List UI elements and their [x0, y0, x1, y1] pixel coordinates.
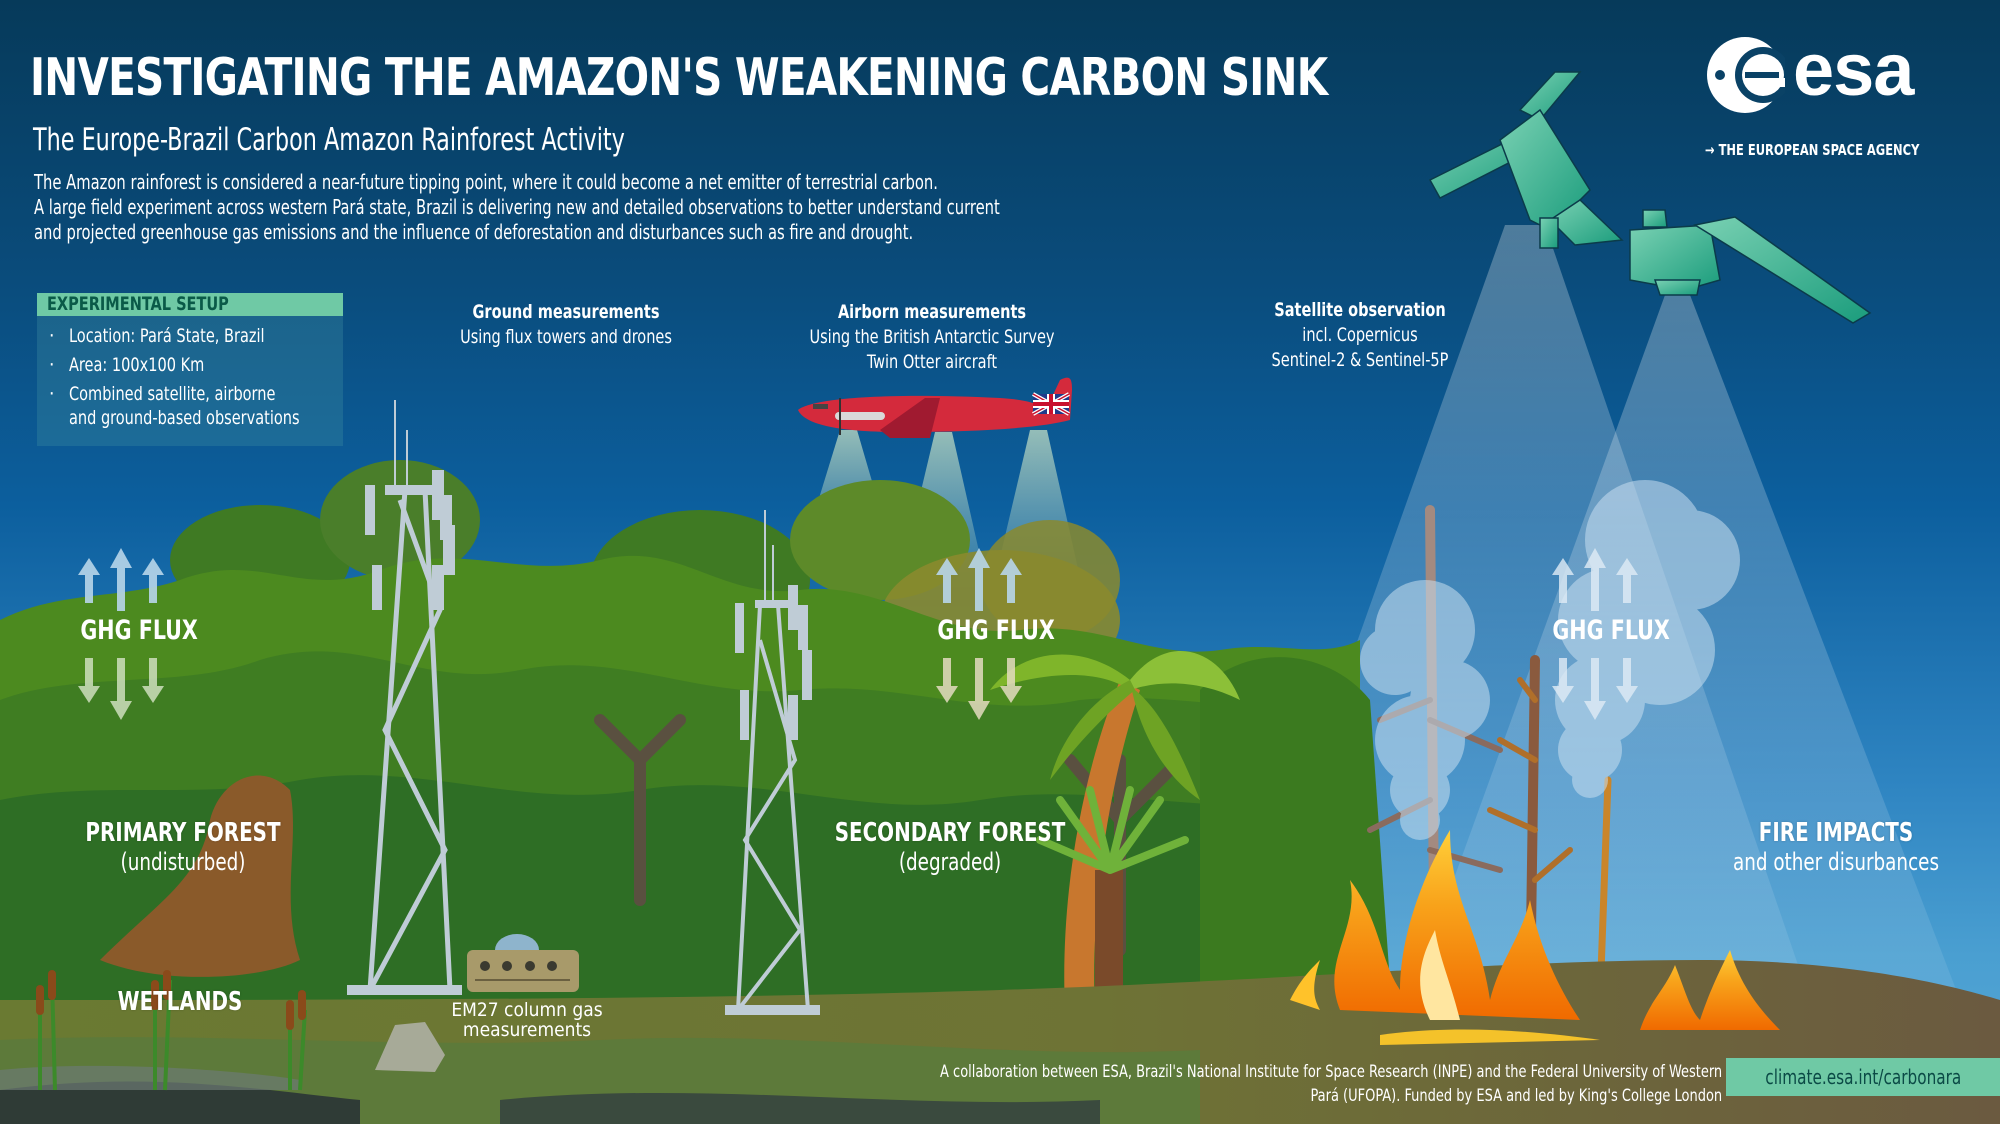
twin-otter-aircraft [798, 377, 1072, 438]
wetland-reeds [38, 979, 307, 1091]
flux-arrows-fire [1552, 548, 1638, 720]
satellite-observation-text-2: Sentinel-2 & Sentinel-5P [1271, 349, 1449, 371]
flux-arrows-secondary [936, 548, 1022, 720]
page-subtitle: The Europe-Brazil Carbon Amazon Rainfore… [33, 122, 625, 158]
esa-wordmark: esa [1793, 28, 1914, 111]
intro-line: The Amazon rainforest is considered a ne… [34, 170, 938, 194]
esa-tagline: → THE EUROPEAN SPACE AGENCY [1705, 141, 1920, 159]
experimental-setup-panel: EXPERIMENTAL SETUP Location: Pará State,… [37, 293, 343, 446]
experimental-setup-list: Location: Pará State, Brazil Area: 100x1… [37, 316, 343, 430]
wetlands-label: WETLANDS [117, 987, 243, 1017]
ghg-flux-label-fire: GHG FLUX [1552, 615, 1670, 646]
flux-arrows-primary [78, 548, 164, 720]
sentinel-satellite-1 [1428, 71, 1624, 249]
experimental-setup-heading: EXPERIMENTAL SETUP [37, 293, 343, 316]
fire-impacts-note: and other disurbances [1732, 848, 1940, 876]
ground-measurements-heading: Ground measurements [472, 301, 660, 323]
flux-tower-middle [725, 510, 820, 1015]
airborne-measurements-text-2: Twin Otter aircraft [866, 351, 998, 373]
intro-line: and projected greenhouse gas emissions a… [34, 220, 914, 244]
ground-measurements-text: Using flux towers and drones [460, 326, 672, 348]
airborne-measurements-heading: Airborn measurements [837, 301, 1027, 323]
intro-line: A large field experiment across western … [34, 195, 1000, 219]
flux-tower-left [347, 400, 462, 995]
ghg-flux-label-primary: GHG FLUX [80, 615, 198, 646]
fire-impacts-label: FIRE IMPACTS and other disurbances [1686, 818, 1986, 876]
em27-caption: EM27 column gas measurements [451, 999, 603, 1041]
credit-line-2: Pará (UFOPA). Funded by ESA and led by K… [1310, 1086, 1722, 1106]
setup-item-area: Area: 100x100 Km [49, 353, 343, 377]
smoke-clouds [1360, 480, 1740, 840]
airborne-measurements-text-1: Using the British Antarctic Survey [809, 326, 1055, 348]
secondary-forest-title: SECONDARY FOREST [834, 818, 1066, 848]
carbonara-website-link[interactable]: climate.esa.int/carbonara [1726, 1058, 2000, 1096]
setup-item-observations-cont: and ground-based observations [69, 407, 300, 429]
union-jack-flag [1032, 392, 1070, 416]
satellite-observation-caption: Satellite observation incl. Copernicus S… [1210, 298, 1510, 373]
primary-forest-label: PRIMARY FOREST (undisturbed) [33, 818, 333, 876]
intro-paragraph: The Amazon rainforest is considered a ne… [34, 170, 1000, 245]
satellite-observation-heading: Satellite observation [1274, 299, 1446, 321]
cattail-heads [36, 970, 306, 1030]
ground-measurements-caption: Ground measurements Using flux towers an… [416, 300, 716, 350]
primary-forest-title: PRIMARY FOREST [85, 818, 281, 848]
setup-item-location: Location: Pará State, Brazil [49, 324, 343, 348]
ghg-flux-label-secondary: GHG FLUX [937, 615, 1055, 646]
fire-impacts-title: FIRE IMPACTS [1758, 818, 1914, 848]
airborne-measurements-caption: Airborn measurements Using the British A… [762, 300, 1102, 375]
credit-line-1: A collaboration between ESA, Brazil's Na… [939, 1062, 1722, 1082]
fire-flames [1290, 830, 1780, 1045]
secondary-forest-note: (degraded) [898, 848, 1002, 876]
secondary-forest-label: SECONDARY FOREST (degraded) [800, 818, 1100, 876]
rock [375, 1022, 445, 1072]
esa-globe-icon [1707, 37, 1785, 113]
page-title: INVESTIGATING THE AMAZON'S WEAKENING CAR… [30, 48, 1328, 108]
setup-item-observations: Combined satellite, airborne [49, 382, 343, 406]
sentinel-satellite-2 [1629, 209, 1872, 324]
esa-logo[interactable]: esa [1705, 28, 1935, 120]
primary-forest-trunk [100, 775, 300, 977]
primary-forest-note: (undisturbed) [120, 848, 246, 876]
satellite-observation-text-1: incl. Copernicus [1302, 324, 1418, 346]
em27-instrument [467, 934, 579, 992]
collaboration-credit: A collaboration between ESA, Brazil's Na… [802, 1060, 1722, 1108]
